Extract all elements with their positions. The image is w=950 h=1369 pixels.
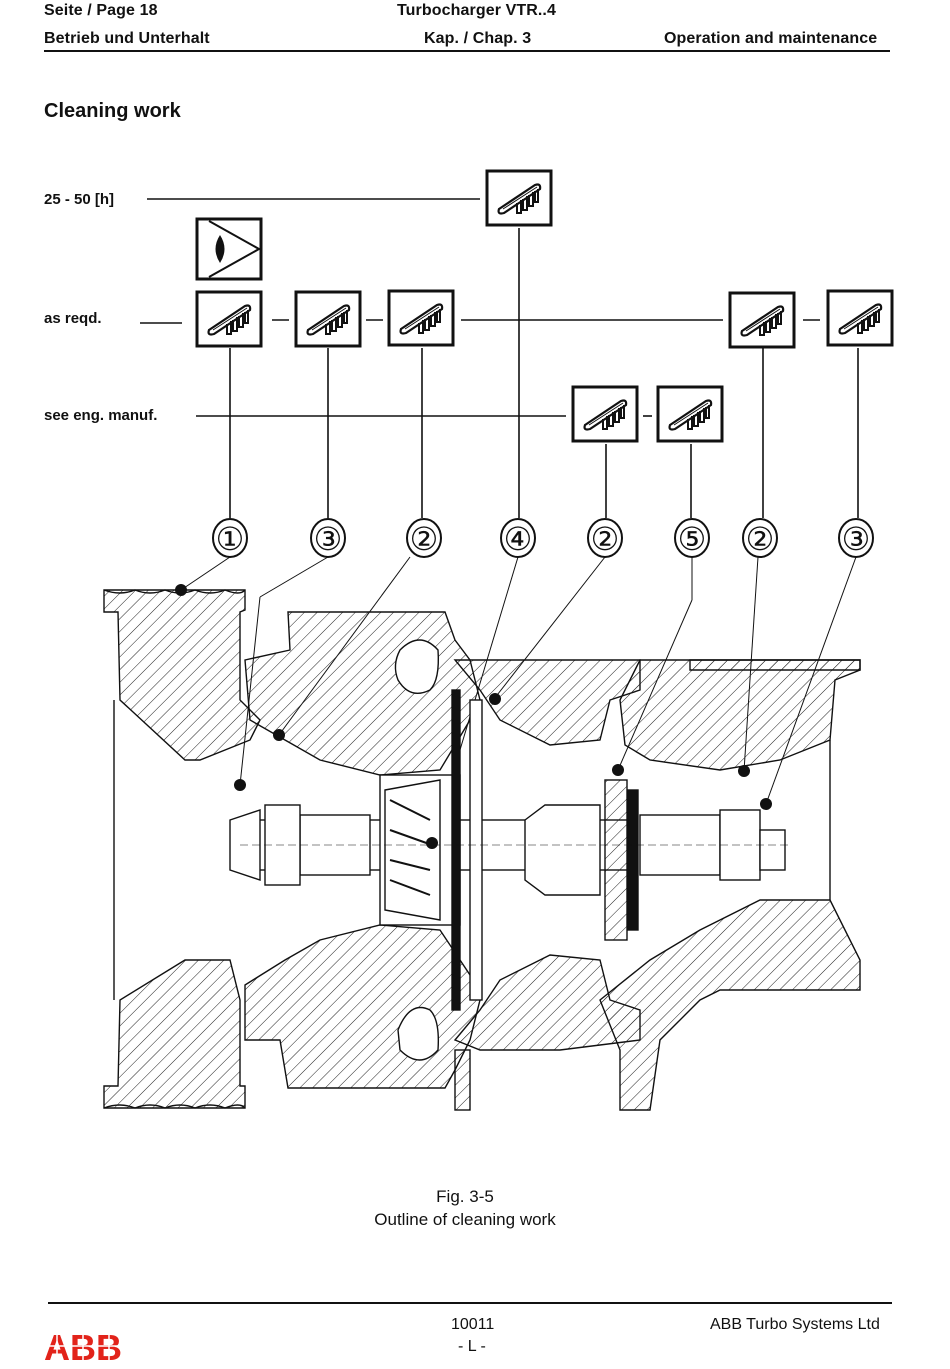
callout-2: ② <box>406 518 442 558</box>
svg-text:②: ② <box>410 521 439 557</box>
svg-text:①: ① <box>216 521 245 557</box>
brush-icon <box>387 289 455 347</box>
abb-logo: ABB <box>44 1327 124 1368</box>
brush-icon <box>294 290 362 348</box>
brush-icon <box>195 290 263 348</box>
svg-text:③: ③ <box>314 521 343 557</box>
footer-rule <box>48 1302 892 1304</box>
brush-icon <box>571 385 639 443</box>
section-german: Betrieb und Unterhalt <box>44 30 210 47</box>
product-name: Turbocharger VTR..4 <box>397 2 556 19</box>
row-label-as-reqd: as reqd. <box>44 310 102 327</box>
callout-5: ⑤ <box>674 518 710 558</box>
callout-2: ② <box>587 518 623 558</box>
callout-1: ① <box>212 518 248 558</box>
callout-4: ④ <box>500 518 536 558</box>
header-rule <box>44 50 890 52</box>
cleaning-points <box>175 584 772 849</box>
page-title: Cleaning work <box>44 100 181 122</box>
svg-text:②: ② <box>746 521 775 557</box>
revision-label: - L - <box>458 1338 486 1355</box>
chapter-label: Kap. / Chap. 3 <box>424 30 532 47</box>
schedule-lines <box>140 198 859 518</box>
figure-caption: Outline of cleaning work <box>374 1210 556 1229</box>
figure-number: Fig. 3-5 <box>436 1187 494 1206</box>
brush-icon <box>485 169 553 227</box>
callout-3: ③ <box>310 518 346 558</box>
row-label-25-50h: 25 - 50 [h] <box>44 191 115 208</box>
document-number: 10011 <box>451 1316 495 1333</box>
callout-3: ③ <box>838 518 874 558</box>
company-name: ABB Turbo Systems Ltd <box>710 1316 880 1333</box>
brush-icon <box>656 385 724 443</box>
svg-text:⑤: ⑤ <box>678 521 707 557</box>
turbocharger-section <box>103 589 861 1111</box>
callout-2: ② <box>742 518 778 558</box>
brush-icon <box>826 289 894 347</box>
svg-text:③: ③ <box>842 521 871 557</box>
page-number: Seite / Page 18 <box>44 2 158 19</box>
row-label-see-eng-manuf: see eng. manuf. <box>44 407 158 424</box>
svg-text:④: ④ <box>504 521 533 557</box>
section-english: Operation and maintenance <box>664 30 878 47</box>
eye-icon <box>195 217 263 281</box>
brush-icon <box>728 291 796 349</box>
svg-text:②: ② <box>591 521 620 557</box>
